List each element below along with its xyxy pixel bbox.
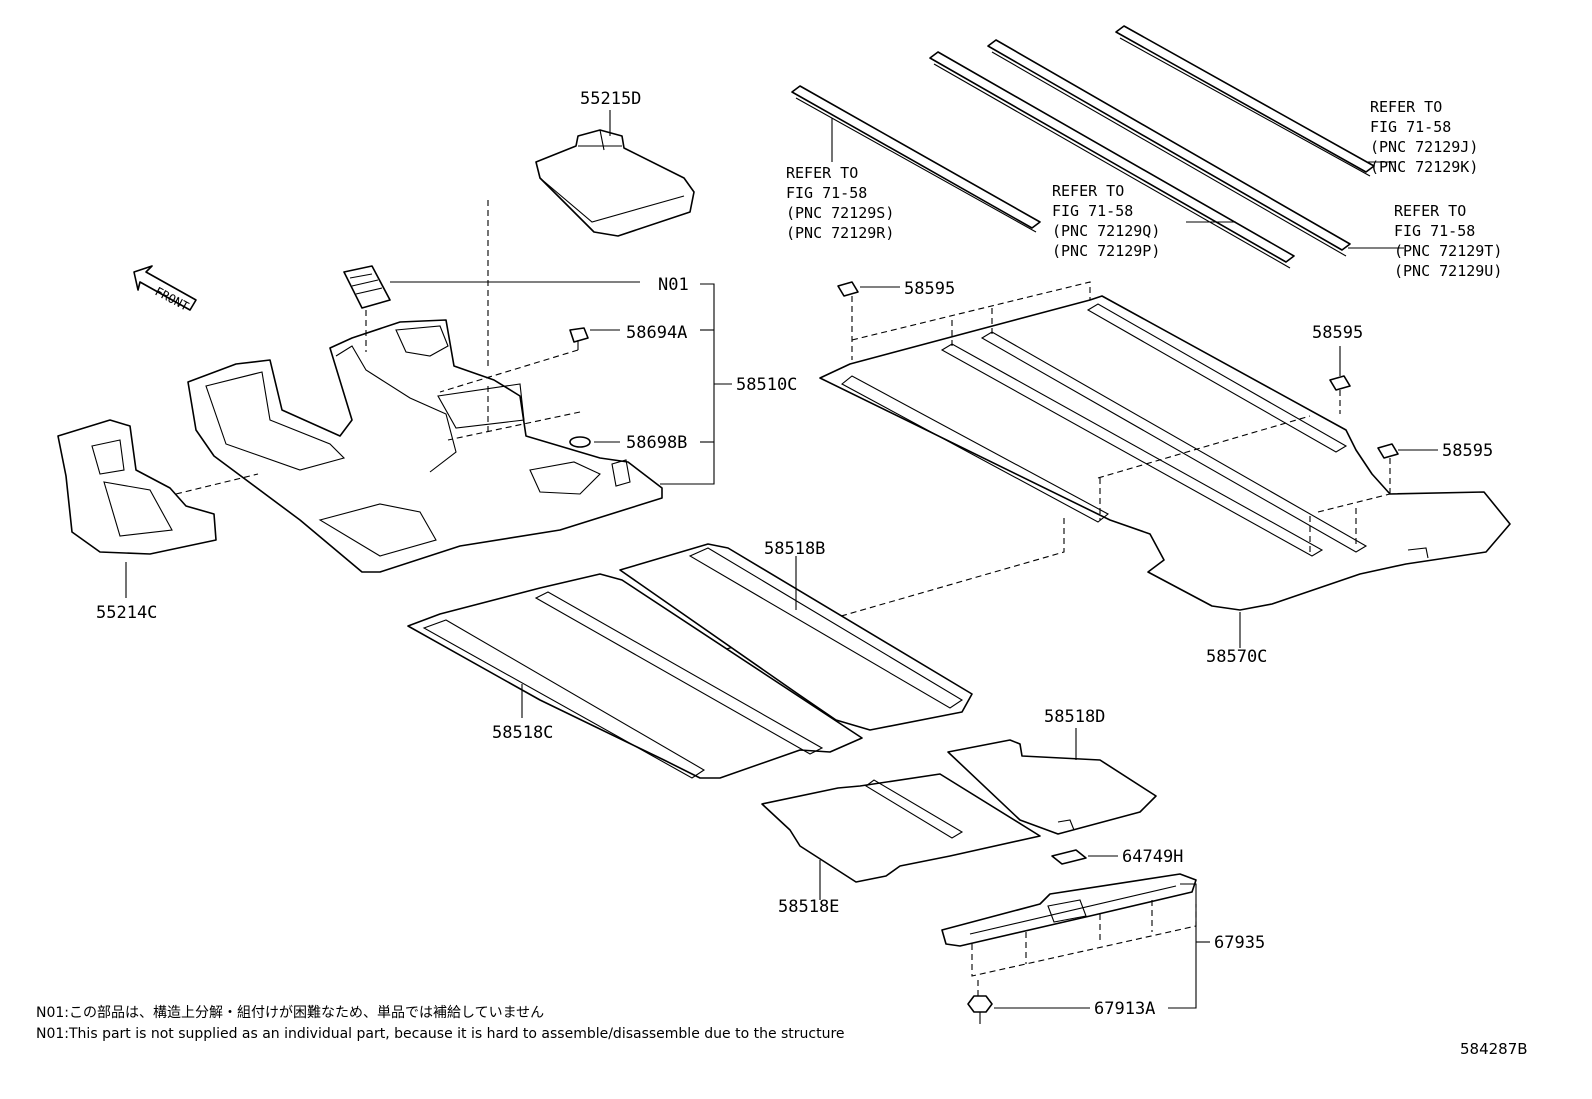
svg-text:FIG 71-58: FIG 71-58: [786, 184, 867, 202]
part-58518E: [761, 773, 1041, 883]
part-58518B: [619, 543, 973, 731]
svg-text:(PNC 72129S): (PNC 72129S): [786, 204, 894, 222]
label-58570C: 58570C: [1206, 647, 1267, 667]
label-N01: N01: [658, 275, 689, 295]
part-58595-clip-c: [1377, 443, 1399, 459]
note-english: N01:This part is not supplied as an indi…: [36, 1026, 845, 1042]
svg-text:REFER TO: REFER TO: [786, 164, 858, 182]
part-55215D: [535, 129, 695, 237]
label-64749H: 64749H: [1122, 847, 1183, 867]
rail-72129Q-P: [929, 51, 1295, 269]
svg-text:FIG 71-58: FIG 71-58: [1370, 118, 1451, 136]
svg-text:FIG 71-58: FIG 71-58: [1052, 202, 1133, 220]
label-58510C: 58510C: [736, 375, 797, 395]
part-58694A-clip: [569, 327, 589, 350]
part-58595-clip-b: [1329, 375, 1351, 391]
label-55214C: 55214C: [96, 603, 157, 623]
label-58518E: 58518E: [778, 897, 839, 917]
rail-72129J-K: [1115, 25, 1375, 177]
label-58595-a: 58595: [904, 279, 955, 299]
part-67913A-clip: [967, 995, 993, 1024]
svg-text:(PNC 72129P): (PNC 72129P): [1052, 242, 1160, 260]
part-58570C: [819, 295, 1511, 611]
label-58518B: 58518B: [764, 539, 825, 559]
ref-block-72129Q-P: REFER TO FIG 71-58 (PNC 72129Q) (PNC 721…: [1052, 182, 1160, 260]
label-55215D: 55215D: [580, 89, 641, 109]
part-58595-clip-a: [837, 281, 859, 297]
svg-text:(PNC 72129J): (PNC 72129J): [1370, 138, 1478, 156]
label-67913A: 67913A: [1094, 999, 1155, 1019]
part-58518C: [407, 573, 863, 779]
part-55214C: [57, 419, 217, 555]
svg-text:REFER TO: REFER TO: [1370, 98, 1442, 116]
svg-text:(PNC 72129Q): (PNC 72129Q): [1052, 222, 1160, 240]
svg-text:(PNC 72129T): (PNC 72129T): [1394, 242, 1502, 260]
svg-text:REFER TO: REFER TO: [1052, 182, 1124, 200]
ref-block-72129T-U: REFER TO FIG 71-58 (PNC 72129T) (PNC 721…: [1394, 202, 1502, 280]
label-58595-b: 58595: [1312, 323, 1363, 343]
svg-text:(PNC 72129U): (PNC 72129U): [1394, 262, 1502, 280]
part-58510C: [187, 319, 663, 573]
rail-72129T-U: [987, 39, 1351, 257]
label-58694A: 58694A: [626, 323, 687, 343]
label-58595-c: 58595: [1442, 441, 1493, 461]
part-58518D: [947, 739, 1157, 835]
rail-72129S-R: [791, 85, 1041, 233]
ref-block-72129J-K: REFER TO FIG 71-58 (PNC 72129J) (PNC 721…: [1370, 98, 1478, 176]
svg-text:FIG 71-58: FIG 71-58: [1394, 222, 1475, 240]
svg-text:REFER TO: REFER TO: [1394, 202, 1466, 220]
part-67935: [941, 873, 1197, 947]
svg-text:(PNC 72129K): (PNC 72129K): [1370, 158, 1478, 176]
figure-number: 584287B: [1460, 1040, 1528, 1058]
label-67935: 67935: [1214, 933, 1265, 953]
label-58698B: 58698B: [626, 433, 687, 453]
label-58518C: 58518C: [492, 723, 553, 743]
note-japanese: N01:この部品は、構造上分解・組付けが困難なため、単品では補給していません: [36, 1005, 545, 1021]
label-58518D: 58518D: [1044, 707, 1105, 727]
part-64749H: [1051, 849, 1087, 865]
svg-text:(PNC 72129R): (PNC 72129R): [786, 224, 894, 242]
ref-block-72129S-R: REFER TO FIG 71-58 (PNC 72129S) (PNC 721…: [786, 164, 894, 242]
part-58698B-clip: [569, 436, 591, 448]
front-arrow-icon: FRONT: [133, 265, 197, 314]
part-N01-pedal: [343, 265, 391, 309]
